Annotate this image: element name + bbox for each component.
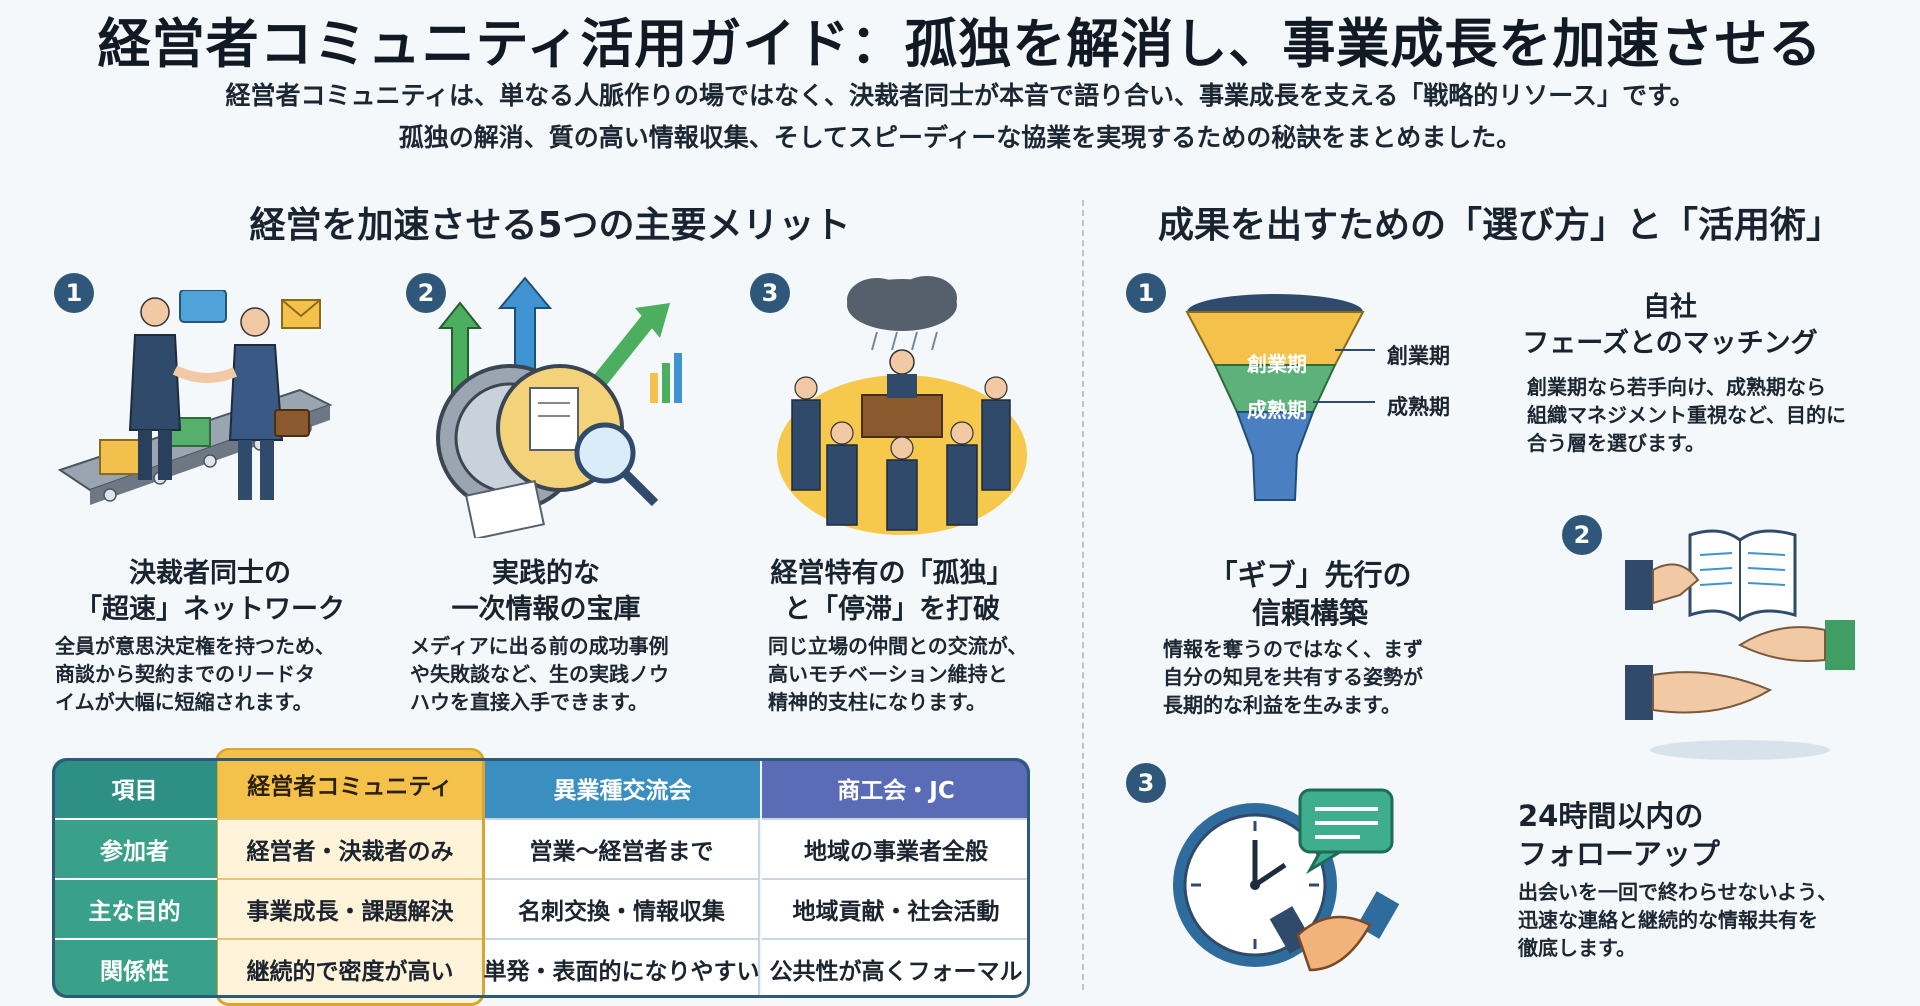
merits-section-title: 経営を加速させる5つの主要メリット (249, 205, 851, 246)
merit-2-title-line: 一次情報の宝庫 (451, 594, 641, 625)
merit-3-number-badge: 3 (750, 273, 790, 313)
merit-1-title: 決裁者同士の 「超速」ネットワーク (60, 556, 360, 628)
table-cell: 名刺交換・情報収集 (485, 878, 760, 938)
merit-1-title-line: 「超速」ネットワーク (75, 594, 345, 625)
strategy-1-number-badge: 1 (1126, 273, 1166, 313)
section-divider (1082, 200, 1084, 990)
merit-3-desc-line: 精神的支柱になります。 (768, 690, 986, 714)
table-cell: 営業〜経営者まで (485, 818, 760, 878)
strategy-1-title: 自社 フェーズとのマッチング (1520, 290, 1820, 362)
merit-1-title-line: 決裁者同士の (129, 558, 291, 589)
merit-2-desc-line: ハウを直接入手できます。 (410, 690, 648, 714)
strategy-1-description: 創業期なら若手向け、成熟期なら 組織マネジメント重視など、目的に 合う層を選びま… (1527, 373, 1907, 457)
handshake-conveyor-icon (57, 290, 333, 505)
table-header-cell: 経営者コミュニティ (218, 750, 482, 818)
strategy-3-desc-line: 徹底します。 (1518, 936, 1636, 960)
strategy-1-desc-line: 組織マネジメント重視など、目的に (1527, 403, 1846, 427)
merit-2-desc-line: や失敗談など、生の実践ノウ (410, 662, 669, 686)
table-header-cell: 商工会・JC (762, 758, 1030, 818)
table-cell: 経営者・決裁者のみ (218, 818, 482, 878)
table-cell: 公共性が高くフォーマル (762, 938, 1030, 998)
strategy-2-title-line: 「ギブ」先行の (1208, 558, 1412, 592)
table-row-label: 参加者 (52, 818, 217, 878)
strategy-3-number-badge: 3 (1126, 763, 1166, 803)
strategy-3-title-line: フォローアップ (1518, 837, 1720, 871)
merit-3-title: 経営特有の「孤独」 と「停滞」を打破 (742, 556, 1042, 628)
table-row-label: 関係性 (52, 938, 217, 998)
table-cell: 事業成長・課題解決 (218, 878, 482, 938)
clock-handshake-icon (1173, 788, 1400, 972)
funnel-label-mature: 成熟期 (1387, 395, 1450, 419)
merit-1-desc-line: イムが大幅に短縮されます。 (55, 690, 313, 714)
intro-line-1: 経営者コミュニティは、単なる人脈作りの場ではなく、決裁者同士が本音で語り合い、事… (225, 81, 1695, 110)
merit-2-description: メディアに出る前の成功事例 や失敗談など、生の実践ノウ ハウを直接入手できます。 (410, 632, 710, 716)
merit-3-title-line: 経営特有の「孤独」 (770, 558, 1014, 589)
table-header-cell: 異業種交流会 (485, 758, 760, 818)
strategy-3-desc-line: 迅速な連絡と継続的な情報共有を (1518, 908, 1818, 932)
strategy-section-title: 成果を出すための「選び方」と「活用術」 (1157, 205, 1842, 246)
table-row-label: 主な目的 (52, 878, 217, 938)
table-cell: 継続的で密度が高い (218, 938, 482, 998)
strategy-3-desc-line: 出会いを一回で終わらせないよう、 (1518, 880, 1838, 904)
merit-1-desc-line: 全員が意思決定権を持つため、 (55, 634, 335, 658)
vault-growth-icon (436, 276, 682, 538)
merit-2-title: 実践的な 一次情報の宝庫 (396, 556, 696, 628)
intro-line-2: 孤独の解消、質の高い情報収集、そしてスピーディーな協業を実現するための秘訣をまと… (398, 123, 1522, 152)
table-cell: 単発・表面的になりやすい (484, 938, 760, 998)
strategy-3-title: 24時間以内の フォローアップ (1518, 797, 1858, 873)
page-title: 経営者コミュニティ活用ガイド：孤独を解消し、事業成長を加速させる (97, 14, 1823, 75)
strategy-2-title: 「ギブ」先行の 信頼構築 (1160, 556, 1460, 632)
strategy-3-description: 出会いを一回で終わらせないよう、 迅速な連絡と継続的な情報共有を 徹底します。 (1518, 878, 1898, 962)
merit-3-desc-line: 同じ立場の仲間との交流が、 (768, 634, 1028, 658)
table-cell: 地域の事業者全般 (762, 818, 1030, 878)
intro-text: 経営者コミュニティは、単なる人脈作りの場ではなく、決裁者同士が本音で語り合い、事… (0, 75, 1920, 159)
funnel-label-inner: 成熟期 (1247, 398, 1307, 422)
strategy-2-number-badge: 2 (1562, 515, 1602, 555)
strategy-1-desc-line: 創業期なら若手向け、成熟期なら (1527, 375, 1826, 399)
merit-3-description: 同じ立場の仲間との交流が、 高いモチベーション維持と 精神的支柱になります。 (768, 632, 1068, 716)
merit-3-title-line: と「停滞」を打破 (784, 594, 1000, 625)
merit-2-desc-line: メディアに出る前の成功事例 (410, 634, 669, 658)
strategy-3-title-line: 24時間以内の (1518, 799, 1704, 833)
funnel-label-startup: 創業期 (1387, 344, 1450, 368)
strategy-2-desc-line: 長期的な利益を生みます。 (1163, 693, 1401, 717)
merit-2-number-badge: 2 (406, 273, 446, 313)
merit-1-description: 全員が意思決定権を持つため、 商談から契約までのリードタ イムが大幅に短縮されま… (55, 632, 375, 716)
merit-2-title-line: 実践的な (492, 558, 600, 589)
table-header-cell: 項目 (52, 758, 217, 818)
table-cell: 地域貢献・社会活動 (762, 878, 1030, 938)
merit-1-number-badge: 1 (54, 273, 94, 313)
funnel-label-inner: 創業期 (1247, 352, 1307, 376)
strategy-2-description: 情報を奪うのではなく、まず 自分の知見を共有する姿勢が 長期的な利益を生みます。 (1163, 635, 1493, 719)
strategy-2-desc-line: 情報を奪うのではなく、まず (1163, 637, 1423, 661)
giving-book-icon (1625, 529, 1855, 760)
strategy-1-desc-line: 合う層を選びます。 (1527, 431, 1705, 455)
strategy-1-title-line: フェーズとのマッチング (1522, 328, 1818, 359)
merit-3-desc-line: 高いモチベーション維持と (768, 662, 1008, 686)
strategy-2-desc-line: 自分の知見を共有する姿勢が (1163, 665, 1423, 689)
strategy-1-title-line: 自社 (1643, 292, 1697, 323)
strategy-2-title-line: 信頼構築 (1251, 596, 1368, 630)
merit-1-desc-line: 商談から契約までのリードタ (55, 662, 315, 686)
comparison-table: 項目 経営者コミュニティ 異業種交流会 商工会・JC 参加者 経営者・決裁者のみ… (52, 748, 1030, 1006)
leader-circle-icon (777, 276, 1027, 535)
funnel-icon (1185, 294, 1375, 501)
